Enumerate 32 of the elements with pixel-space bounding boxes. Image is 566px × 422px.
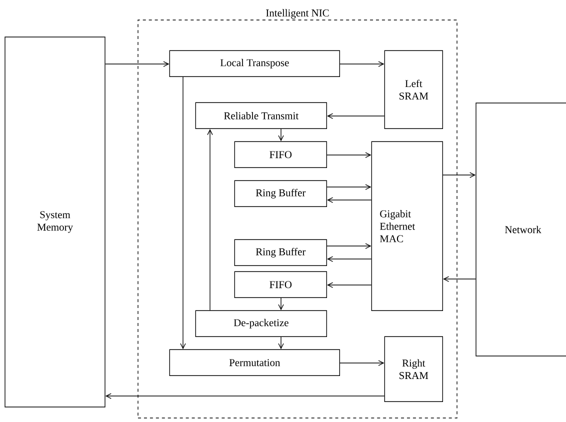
arrow [278,128,284,142]
block-box: Ring Buffer [234,239,327,266]
arrow [327,113,385,119]
block-box: Left SRAM [384,50,443,129]
block-box: Network [476,102,566,356]
arrow [442,172,476,178]
block-box: De-packetize [195,310,327,337]
arrow [327,256,372,262]
arrow [105,393,385,399]
arrow [278,336,284,350]
arrow [327,282,372,288]
block-box: Local Transpose [169,50,340,77]
arrow [327,197,372,203]
arrow [207,129,213,311]
block-box: Gigabit Ethernet MAC [371,141,443,311]
arrow [326,152,372,158]
block-box: Right SRAM [384,336,443,402]
arrow [340,360,384,366]
node-label: Intelligent NIC [266,9,329,19]
block-box: System Memory [4,36,106,408]
block-box: Ring Buffer [234,180,327,207]
block-box: FIFO [234,141,327,168]
block-box: Reliable Transmit [195,102,327,129]
arrow [278,298,284,310]
arrow [326,184,372,190]
arrow [340,61,384,67]
arrow [180,76,186,350]
arrow [105,61,170,67]
arrow [443,276,476,282]
arrow [326,243,372,249]
block-box: Permutation [169,349,340,376]
block-box: FIFO [234,271,327,298]
